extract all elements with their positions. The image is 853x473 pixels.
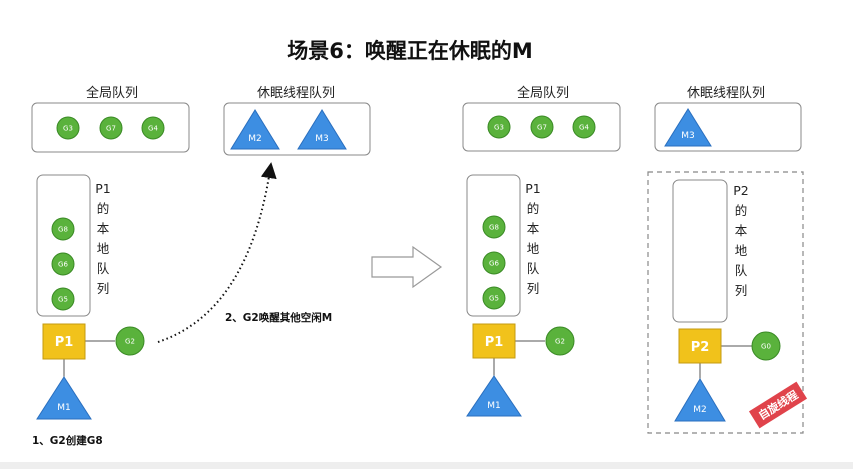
left-global-g4: G4 — [141, 116, 165, 140]
left-local-g6: G6 — [51, 252, 75, 276]
svg-text:G5: G5 — [489, 295, 499, 303]
left-sleep-queue-label: 休眠线程队列 — [257, 86, 335, 101]
p2-local-queue — [672, 179, 728, 323]
right-global-g7: G7 — [530, 115, 554, 139]
right-global-queue-label: 全局队列 — [517, 85, 569, 101]
svg-text:地: 地 — [527, 241, 540, 256]
svg-text:M1: M1 — [57, 403, 71, 413]
page-title: 场景6：唤醒正在休眠的M — [287, 39, 533, 63]
svg-text:地: 地 — [97, 241, 110, 256]
right-local-g5: G5 — [482, 286, 506, 310]
svg-text:列: 列 — [97, 281, 110, 296]
step1-caption: 1、G2创建G8 — [32, 434, 103, 447]
right-local-g8: G8 — [482, 215, 506, 239]
svg-text:G0: G0 — [761, 343, 771, 351]
left-global-g3: G3 — [56, 116, 80, 140]
left-processor-p1: P1 — [42, 323, 86, 360]
svg-text:的: 的 — [527, 201, 540, 216]
svg-text:G3: G3 — [494, 124, 504, 132]
svg-text:G2: G2 — [125, 338, 135, 346]
svg-text:G6: G6 — [58, 261, 68, 269]
left-local-g8: G8 — [51, 217, 75, 241]
left-global-g7: G7 — [99, 116, 123, 140]
svg-text:P1: P1 — [55, 335, 74, 350]
svg-text:P1: P1 — [485, 335, 504, 350]
left-sleep-m3: M3 — [297, 109, 347, 150]
svg-text:P1: P1 — [95, 181, 111, 196]
svg-text:G4: G4 — [579, 124, 589, 132]
svg-text:的: 的 — [97, 201, 110, 216]
right-local-g6: G6 — [482, 251, 506, 275]
right-processor-p1: P1 — [472, 323, 516, 359]
svg-text:地: 地 — [735, 243, 748, 258]
left-local-g5: G5 — [51, 287, 75, 311]
left-sleep-m2: M2 — [230, 109, 280, 150]
right-p1-local-queue — [466, 174, 521, 317]
svg-text:G7: G7 — [537, 124, 547, 132]
right-sleep-m3: M3 — [664, 108, 712, 147]
svg-text:P2: P2 — [691, 340, 710, 355]
transition-arrow — [371, 245, 443, 289]
svg-text:P1: P1 — [525, 181, 541, 196]
p2-vertical-label: P2 的 本 地 队 列 — [733, 183, 749, 298]
svg-text:M3: M3 — [315, 134, 329, 144]
current-g0: G0 — [751, 331, 781, 361]
svg-text:G3: G3 — [63, 125, 73, 133]
right-p1-vertical-label: P1 的 本 地 队 列 — [525, 181, 541, 296]
right-current-g2: G2 — [545, 326, 575, 356]
left-p1-vertical-label: P1 的 本 地 队 列 — [95, 181, 111, 296]
svg-text:G8: G8 — [489, 224, 499, 232]
right-machine-m1: M1 — [466, 375, 522, 417]
svg-text:的: 的 — [735, 203, 748, 218]
svg-text:G4: G4 — [148, 125, 158, 133]
svg-text:队: 队 — [97, 261, 110, 276]
svg-text:P2: P2 — [733, 183, 749, 198]
svg-text:列: 列 — [735, 283, 748, 298]
svg-text:队: 队 — [735, 263, 748, 278]
svg-text:M1: M1 — [487, 401, 501, 411]
svg-text:本: 本 — [735, 223, 748, 238]
svg-text:G8: G8 — [58, 226, 68, 234]
step2-caption: 2、G2唤醒其他空闲M — [225, 311, 332, 324]
svg-text:队: 队 — [527, 261, 540, 276]
right-global-g4: G4 — [572, 115, 596, 139]
right-sleep-queue-label: 休眠线程队列 — [687, 86, 765, 101]
machine-m2: M2 — [674, 378, 726, 422]
spinning-thread-badge: 自旋线程 — [748, 381, 808, 429]
svg-text:M2: M2 — [248, 134, 262, 144]
svg-text:M3: M3 — [681, 131, 695, 141]
svg-text:G2: G2 — [555, 338, 565, 346]
svg-text:列: 列 — [527, 281, 540, 296]
svg-text:M2: M2 — [693, 405, 707, 415]
svg-text:G7: G7 — [106, 125, 116, 133]
bottom-strip — [0, 462, 853, 469]
left-global-queue-label: 全局队列 — [86, 85, 138, 101]
svg-text:G5: G5 — [58, 296, 68, 304]
processor-p2: P2 — [678, 328, 722, 364]
svg-text:本: 本 — [97, 221, 110, 236]
left-p1-local-queue — [36, 174, 91, 317]
left-machine-m1: M1 — [36, 376, 92, 420]
wake-arrow — [157, 162, 277, 343]
left-current-g2: G2 — [115, 326, 145, 356]
right-global-g3: G3 — [487, 115, 511, 139]
svg-text:本: 本 — [527, 221, 540, 236]
svg-text:G6: G6 — [489, 260, 499, 268]
